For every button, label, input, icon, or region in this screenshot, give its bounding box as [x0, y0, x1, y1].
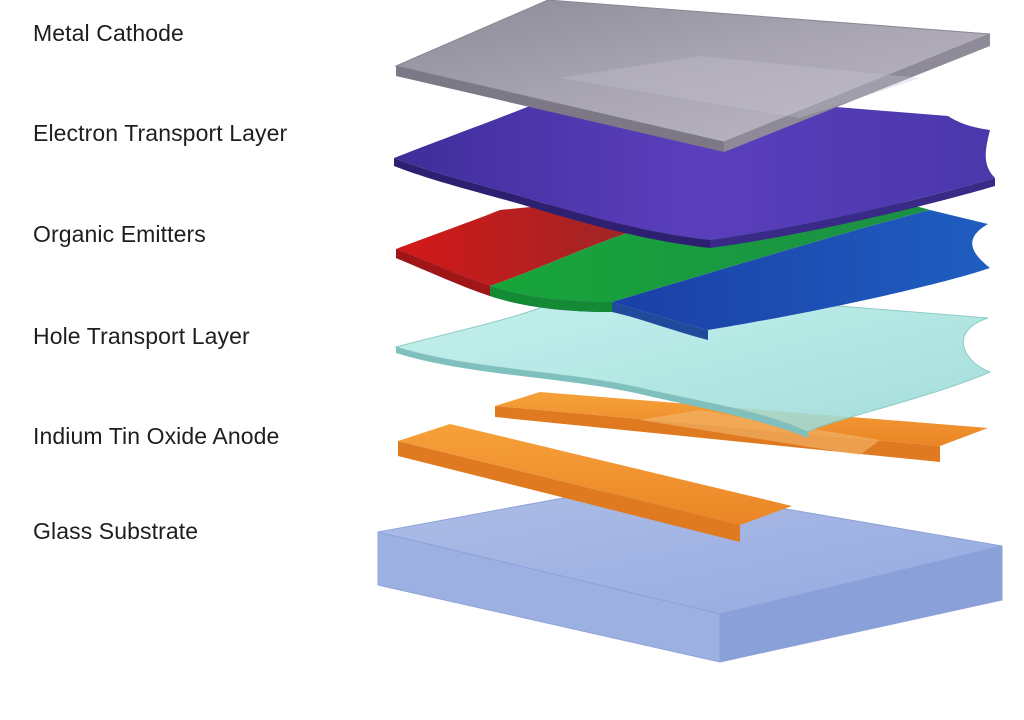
ito-anode-label: Indium Tin Oxide Anode	[33, 423, 280, 449]
electron-transport-layer-label: Electron Transport Layer	[33, 120, 288, 146]
metal-cathode-label: Metal Cathode	[33, 20, 184, 46]
glass-substrate-label: Glass Substrate	[33, 518, 199, 544]
glass-substrate-layer	[377, 483, 1003, 663]
ito-anode-layer	[398, 392, 988, 542]
metal-cathode-layer	[394, 0, 991, 152]
organic-emitters-label: Organic Emitters	[33, 221, 206, 247]
electron-transport-layer	[394, 88, 995, 248]
hole-transport-layer-label: Hole Transport Layer	[33, 323, 250, 349]
